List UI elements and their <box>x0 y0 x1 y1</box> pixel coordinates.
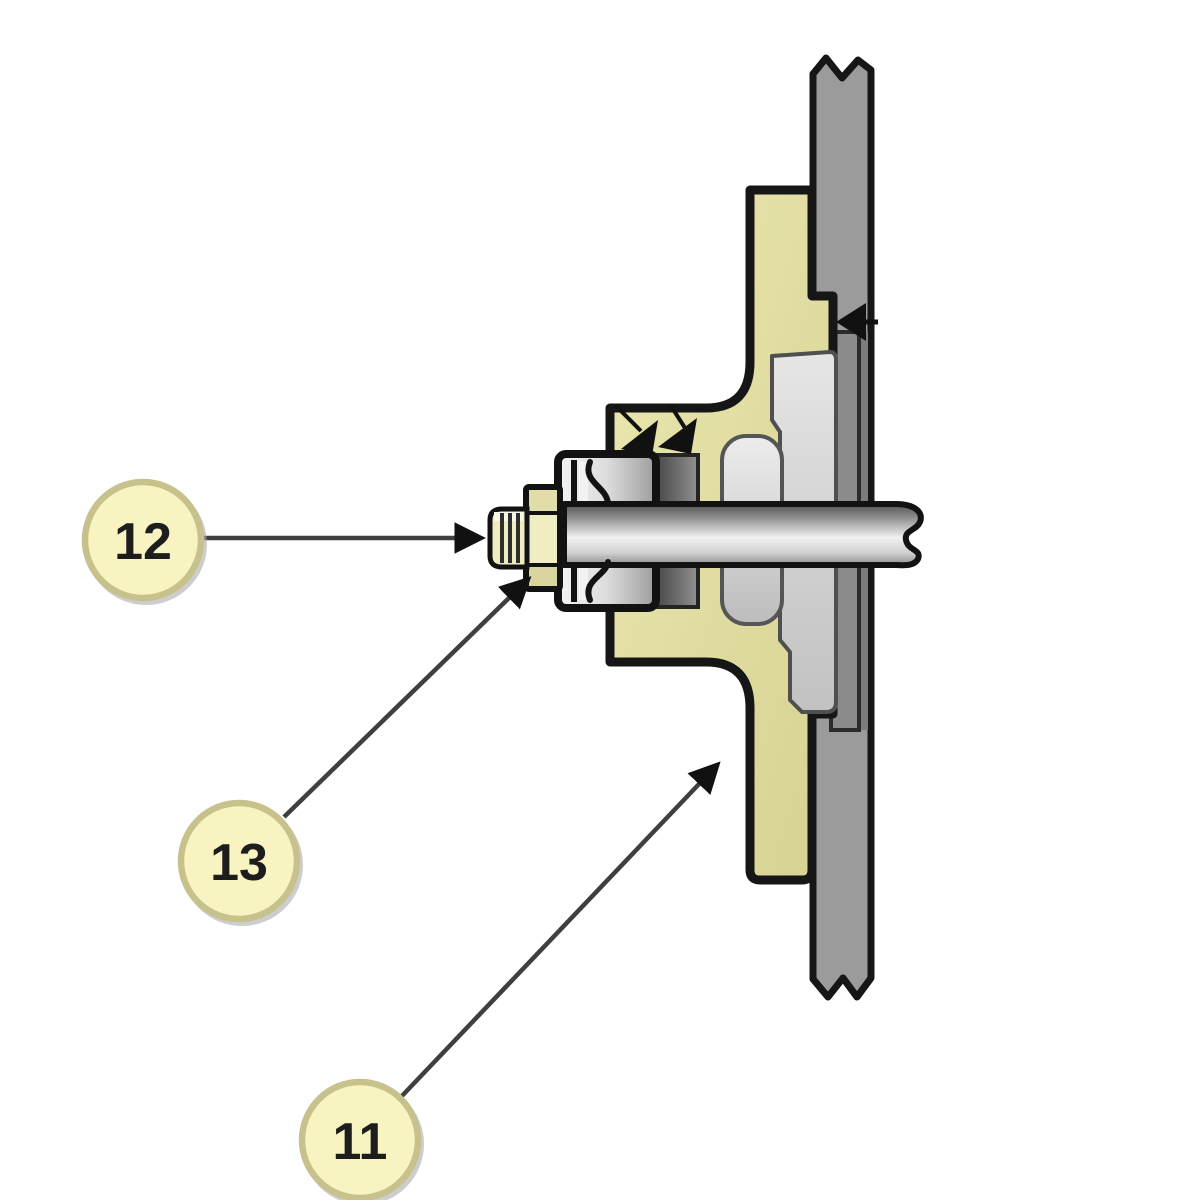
callout-12-label: 12 <box>114 513 172 571</box>
callout-11-circle <box>298 1078 422 1200</box>
shaft <box>561 501 924 569</box>
leader-line-13 <box>282 576 532 819</box>
callout-13-circle <box>177 799 301 923</box>
leader-line-11 <box>398 761 721 1100</box>
callout-13: 13 <box>177 799 303 926</box>
callout-12-circle <box>81 478 205 602</box>
cone-flare-curve-bottom <box>585 559 611 603</box>
callout-11: 11 <box>298 1078 424 1200</box>
callout-13-label: 13 <box>210 834 268 892</box>
seal-indicator-arrows <box>614 404 697 456</box>
cone-flare-curve-top <box>585 459 611 506</box>
callout-12: 12 <box>81 478 207 605</box>
panel-joint-arrow <box>836 303 878 341</box>
threaded-shaft-end <box>487 506 530 570</box>
hex-nut <box>523 484 563 592</box>
callout-11-label: 11 <box>333 1113 388 1171</box>
